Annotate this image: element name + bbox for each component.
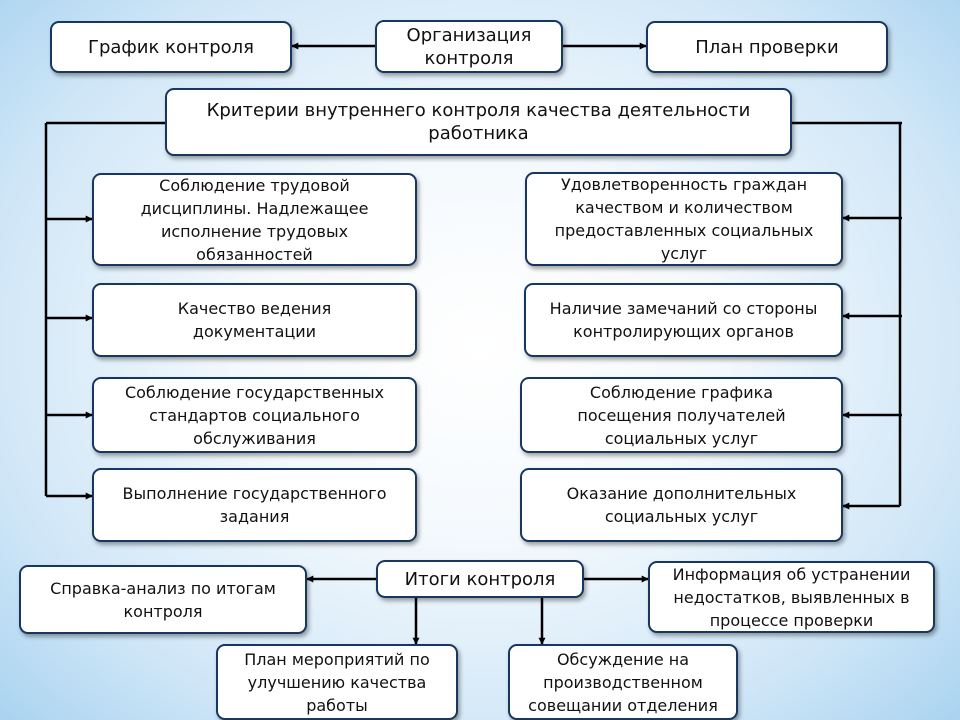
criterion-right-3: Соблюдение графика посещения получателей… bbox=[520, 377, 843, 453]
criterion-left-1: Соблюдение трудовой дисциплины. Надлежащ… bbox=[92, 173, 417, 266]
criterion-right-2: Наличие замечаний со стороны контролирую… bbox=[524, 283, 843, 357]
plan-box: План проверки bbox=[646, 21, 888, 73]
criterion-right-4: Оказание дополнительных социальных услуг bbox=[520, 468, 843, 542]
report-box: Справка-анализ по итогам контроля bbox=[19, 565, 307, 634]
measures-box: План мероприятий по улучшению качества р… bbox=[216, 644, 458, 720]
organization-box: Организация контроля bbox=[375, 20, 563, 73]
discussion-box: Обсуждение на производственном совещании… bbox=[508, 644, 738, 720]
schedule-box: График контроля bbox=[50, 21, 292, 73]
criterion-left-4: Выполнение государственного задания bbox=[92, 468, 417, 542]
criterion-left-2: Качество ведения документации bbox=[92, 283, 417, 357]
criteria-title-box: Критерии внутреннего контроля качества д… bbox=[165, 88, 792, 156]
criterion-left-3: Соблюдение государственных стандартов со… bbox=[92, 377, 417, 453]
info-box: Информация об устранении недостатков, вы… bbox=[648, 561, 935, 633]
criterion-right-1: Удовлетворенность граждан качеством и ко… bbox=[525, 172, 843, 266]
results-title-box: Итоги контроля bbox=[376, 560, 584, 598]
